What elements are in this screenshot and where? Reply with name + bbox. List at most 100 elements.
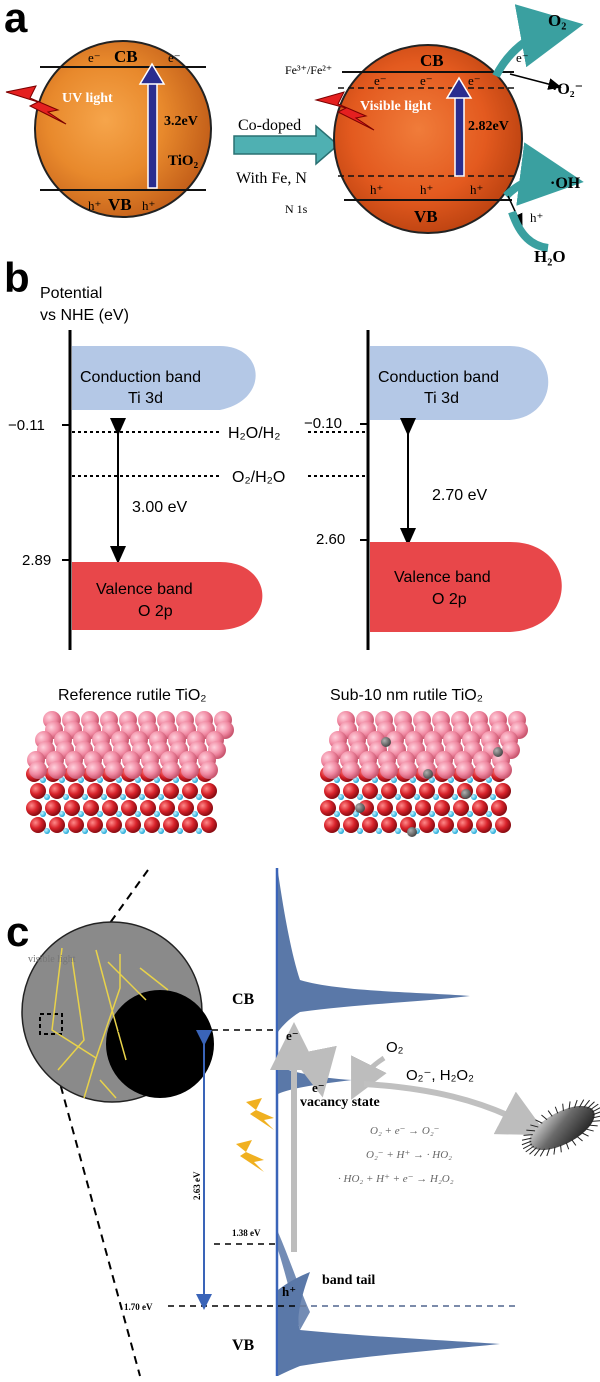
flagellum bbox=[579, 1099, 585, 1108]
right-particle: CB e⁻ e⁻ e⁻ h⁺ h⁺ h⁺ VB Visible light 2.… bbox=[314, 44, 523, 234]
o2-curve-arrow bbox=[492, 4, 584, 78]
oxygen-atom bbox=[144, 817, 160, 833]
titanium-atom bbox=[59, 811, 65, 817]
reaction-products: O₂ e⁻ ·O₂⁻ ·OH h⁺ H₂O bbox=[492, 4, 584, 266]
panel-c-letter: c bbox=[6, 908, 29, 955]
right-hole-1: h⁺ bbox=[370, 182, 383, 197]
oxygen-atom bbox=[140, 800, 156, 816]
titanium-atom bbox=[44, 794, 50, 800]
c-vacancy-electron: e⁻ bbox=[312, 1080, 325, 1095]
flagellum bbox=[591, 1120, 600, 1122]
tio2-particle bbox=[34, 40, 212, 218]
titanium-atom bbox=[357, 794, 363, 800]
oxygen-atom bbox=[49, 817, 65, 833]
flagellum bbox=[589, 1103, 599, 1111]
oxygen-atom bbox=[125, 817, 141, 833]
oxygen-atom bbox=[343, 783, 359, 799]
surface-oxygen-atom bbox=[342, 761, 360, 779]
titanium-atom bbox=[158, 828, 164, 834]
titanium-atom bbox=[173, 777, 179, 783]
titanium-atom bbox=[120, 828, 126, 834]
products-label: O₂⁻, H₂O₂ bbox=[406, 1067, 474, 1084]
surface-oxygen-atom bbox=[399, 761, 417, 779]
titanium-atom bbox=[410, 811, 416, 817]
titanium-atom bbox=[433, 794, 439, 800]
titanium-atom bbox=[82, 794, 88, 800]
right-cb-line2: Ti 3d bbox=[424, 390, 459, 407]
titanium-atom bbox=[376, 828, 382, 834]
titanium-atom bbox=[372, 777, 378, 783]
flagellum bbox=[568, 1101, 571, 1110]
right-electron-1: e⁻ bbox=[374, 73, 387, 88]
titanium-atom bbox=[40, 777, 46, 783]
oxygen-atom bbox=[472, 800, 488, 816]
flagellum bbox=[547, 1110, 553, 1117]
surface-oxygen-atom bbox=[380, 761, 398, 779]
oxygen-atom bbox=[434, 800, 450, 816]
water-label: H₂O bbox=[534, 247, 566, 266]
gap-value-label: 2.63 eV bbox=[192, 1171, 202, 1200]
oxygen-atom bbox=[197, 800, 213, 816]
surface-oxygen-atom bbox=[361, 761, 379, 779]
vb-value-label: 1.70 eV bbox=[124, 1302, 153, 1312]
flagellum bbox=[583, 1099, 590, 1108]
titanium-atom bbox=[490, 794, 496, 800]
titanium-atom bbox=[177, 828, 183, 834]
titanium-atom bbox=[116, 811, 122, 817]
titanium-atom bbox=[376, 794, 382, 800]
panel-a: a e⁻ CB e⁻ h⁺ VB h⁺ UV light 3.2eV TiO₂ … bbox=[4, 0, 584, 266]
c-hole: h⁺ bbox=[282, 1284, 296, 1299]
oxygen-atom bbox=[182, 817, 198, 833]
flagellum bbox=[560, 1145, 562, 1153]
oxygen-atom bbox=[49, 783, 65, 799]
vacancy-site bbox=[461, 789, 471, 799]
titanium-atom bbox=[63, 794, 69, 800]
oxygen-atom bbox=[163, 783, 179, 799]
flagellum bbox=[565, 1142, 570, 1150]
oxygen-atom bbox=[68, 783, 84, 799]
oxygen-atom bbox=[396, 800, 412, 816]
oxygen-atom bbox=[125, 783, 141, 799]
titanium-atom bbox=[97, 777, 103, 783]
titanium-atom bbox=[120, 794, 126, 800]
lightning-icon-2 bbox=[236, 1140, 264, 1172]
flagellum bbox=[529, 1147, 537, 1155]
oxygen-atom bbox=[30, 783, 46, 799]
flagellum bbox=[588, 1124, 598, 1127]
surface-oxygen-atom bbox=[181, 761, 199, 779]
titanium-atom bbox=[78, 777, 84, 783]
titanium-atom bbox=[139, 828, 145, 834]
surface-oxygen-atom bbox=[124, 761, 142, 779]
titanium-atom bbox=[452, 794, 458, 800]
surface-oxygen-atom bbox=[29, 761, 47, 779]
oxygen-atom bbox=[102, 800, 118, 816]
titanium-atom bbox=[490, 828, 496, 834]
titanium-atom bbox=[395, 828, 401, 834]
black-core bbox=[106, 990, 214, 1098]
c-vb-label: VB bbox=[232, 1337, 255, 1354]
flagellum bbox=[573, 1099, 578, 1108]
surface-oxygen-atom bbox=[323, 761, 341, 779]
vacancy-site bbox=[355, 803, 365, 813]
oxygen-atom bbox=[159, 800, 175, 816]
titanium-atom bbox=[139, 794, 145, 800]
left-electron-1: e⁻ bbox=[88, 50, 101, 65]
bacterium-image bbox=[521, 1099, 600, 1157]
titanium-atom bbox=[101, 828, 107, 834]
vacancy-site bbox=[423, 769, 433, 779]
right-cb-line1: Conduction band bbox=[378, 369, 499, 386]
flagellum bbox=[554, 1106, 559, 1114]
visible-light-caption: visible light bbox=[28, 954, 76, 965]
titanium-atom bbox=[429, 811, 435, 817]
titanium-atom bbox=[452, 828, 458, 834]
surface-oxygen-atom bbox=[105, 761, 123, 779]
flagellum bbox=[576, 1135, 583, 1142]
surface-oxygen-atom bbox=[437, 761, 455, 779]
titanium-atom bbox=[433, 828, 439, 834]
titanium-atom bbox=[471, 828, 477, 834]
titanium-atom bbox=[391, 777, 397, 783]
right-arrow-icon bbox=[233, 124, 340, 166]
flagellum bbox=[525, 1145, 535, 1153]
left-valence-band bbox=[72, 562, 263, 630]
left-hole-1: h⁺ bbox=[88, 198, 101, 213]
